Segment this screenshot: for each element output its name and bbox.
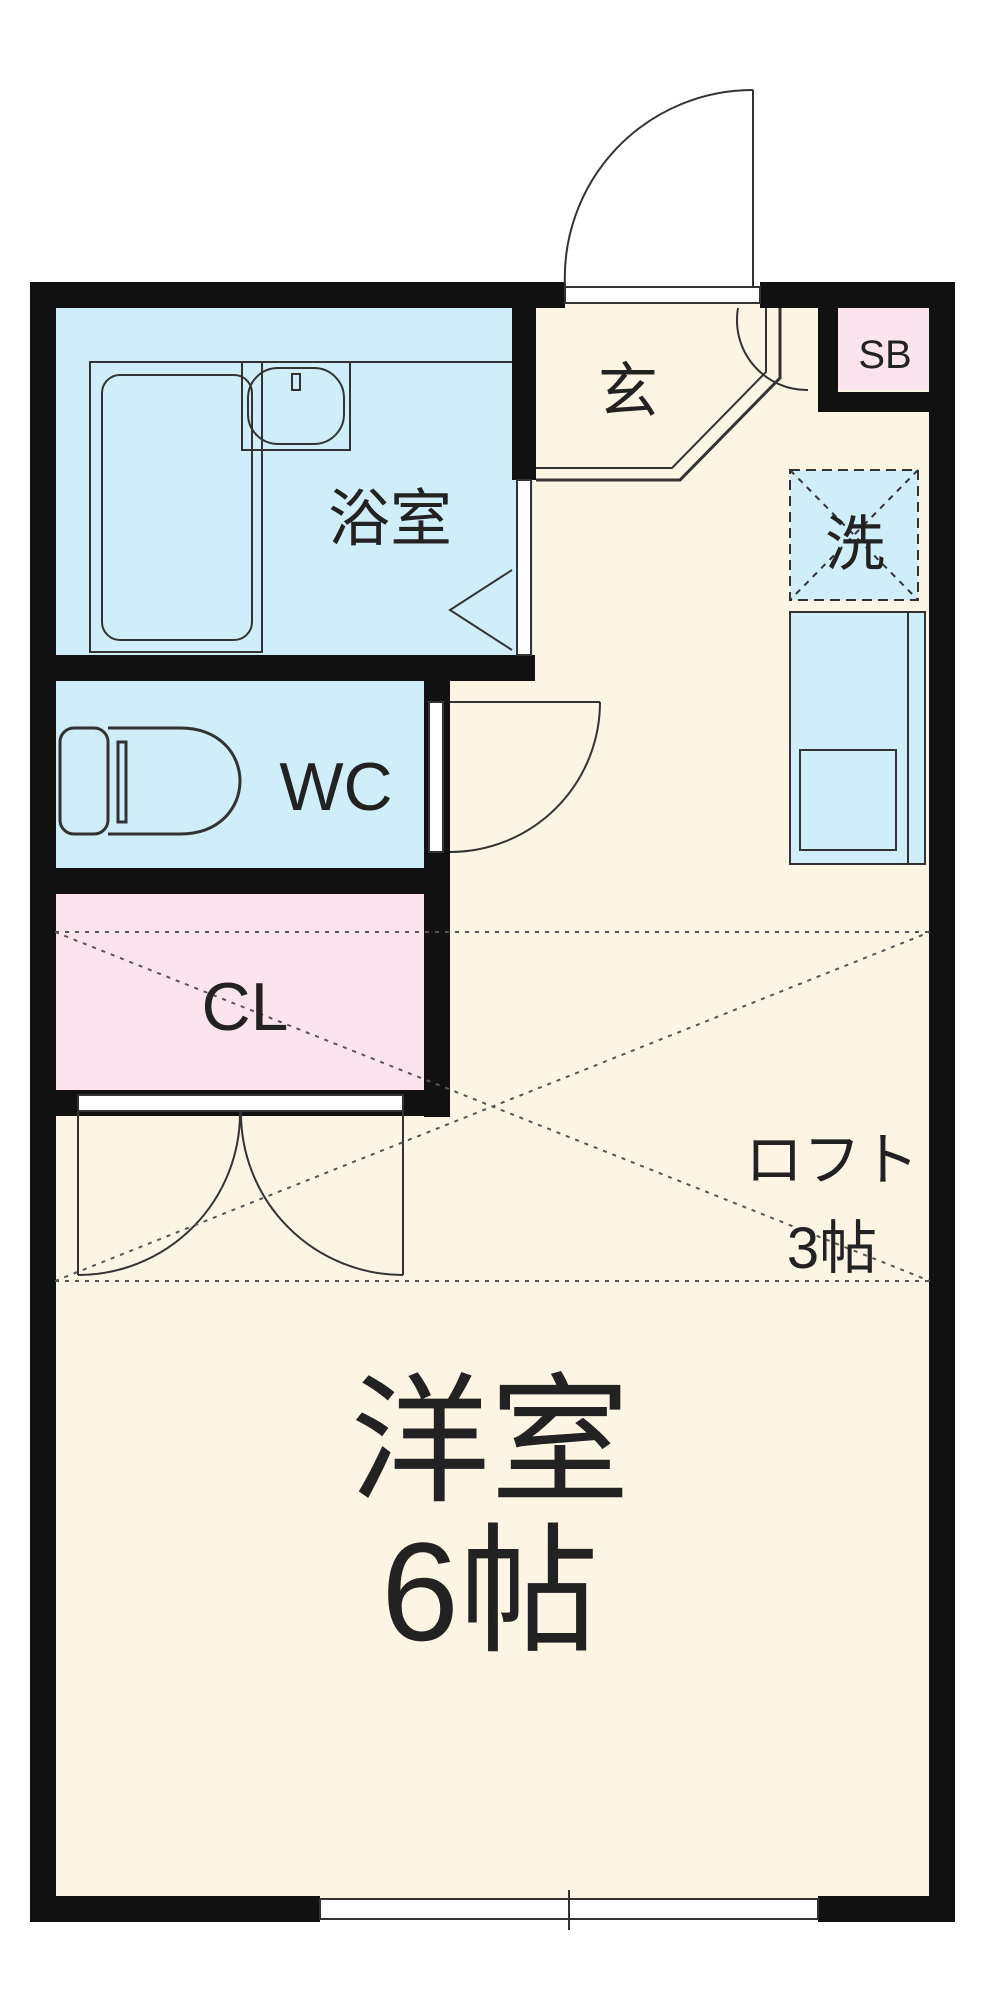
bath-door-symbol xyxy=(448,569,513,651)
bath-area xyxy=(55,300,533,658)
outer-walls xyxy=(30,282,955,1922)
loft-name-label: ロフト xyxy=(745,1128,919,1193)
entrance-step xyxy=(536,308,782,482)
loft-outline xyxy=(54,931,931,1282)
entrance-label: 玄 xyxy=(598,358,658,425)
western-room-name-label: 洋室 xyxy=(350,1363,630,1520)
wc-door xyxy=(449,701,601,853)
laundry-pan xyxy=(789,469,919,601)
kitchen-counter xyxy=(790,612,925,864)
closet-label: CL xyxy=(202,969,289,1045)
laundry-label: 洗 xyxy=(825,511,885,578)
kitchen xyxy=(789,611,926,865)
bath-label: 浴室 xyxy=(328,485,452,554)
shoe-cabinet-arc xyxy=(735,307,809,392)
wall-jambs xyxy=(77,286,819,1920)
sb-label: SB xyxy=(858,333,911,377)
wc-label: WC xyxy=(279,749,392,825)
western-room-size-label: 6帖 xyxy=(381,1513,599,1670)
closet-doors xyxy=(77,1110,404,1276)
closet-area xyxy=(55,892,425,1092)
sb-area xyxy=(838,300,930,390)
entry-door xyxy=(563,88,754,288)
entrance-step-inner xyxy=(536,308,767,469)
toilet xyxy=(58,726,242,836)
loft-size-label: 3帖 xyxy=(787,1216,877,1281)
laundry-area xyxy=(790,470,918,600)
